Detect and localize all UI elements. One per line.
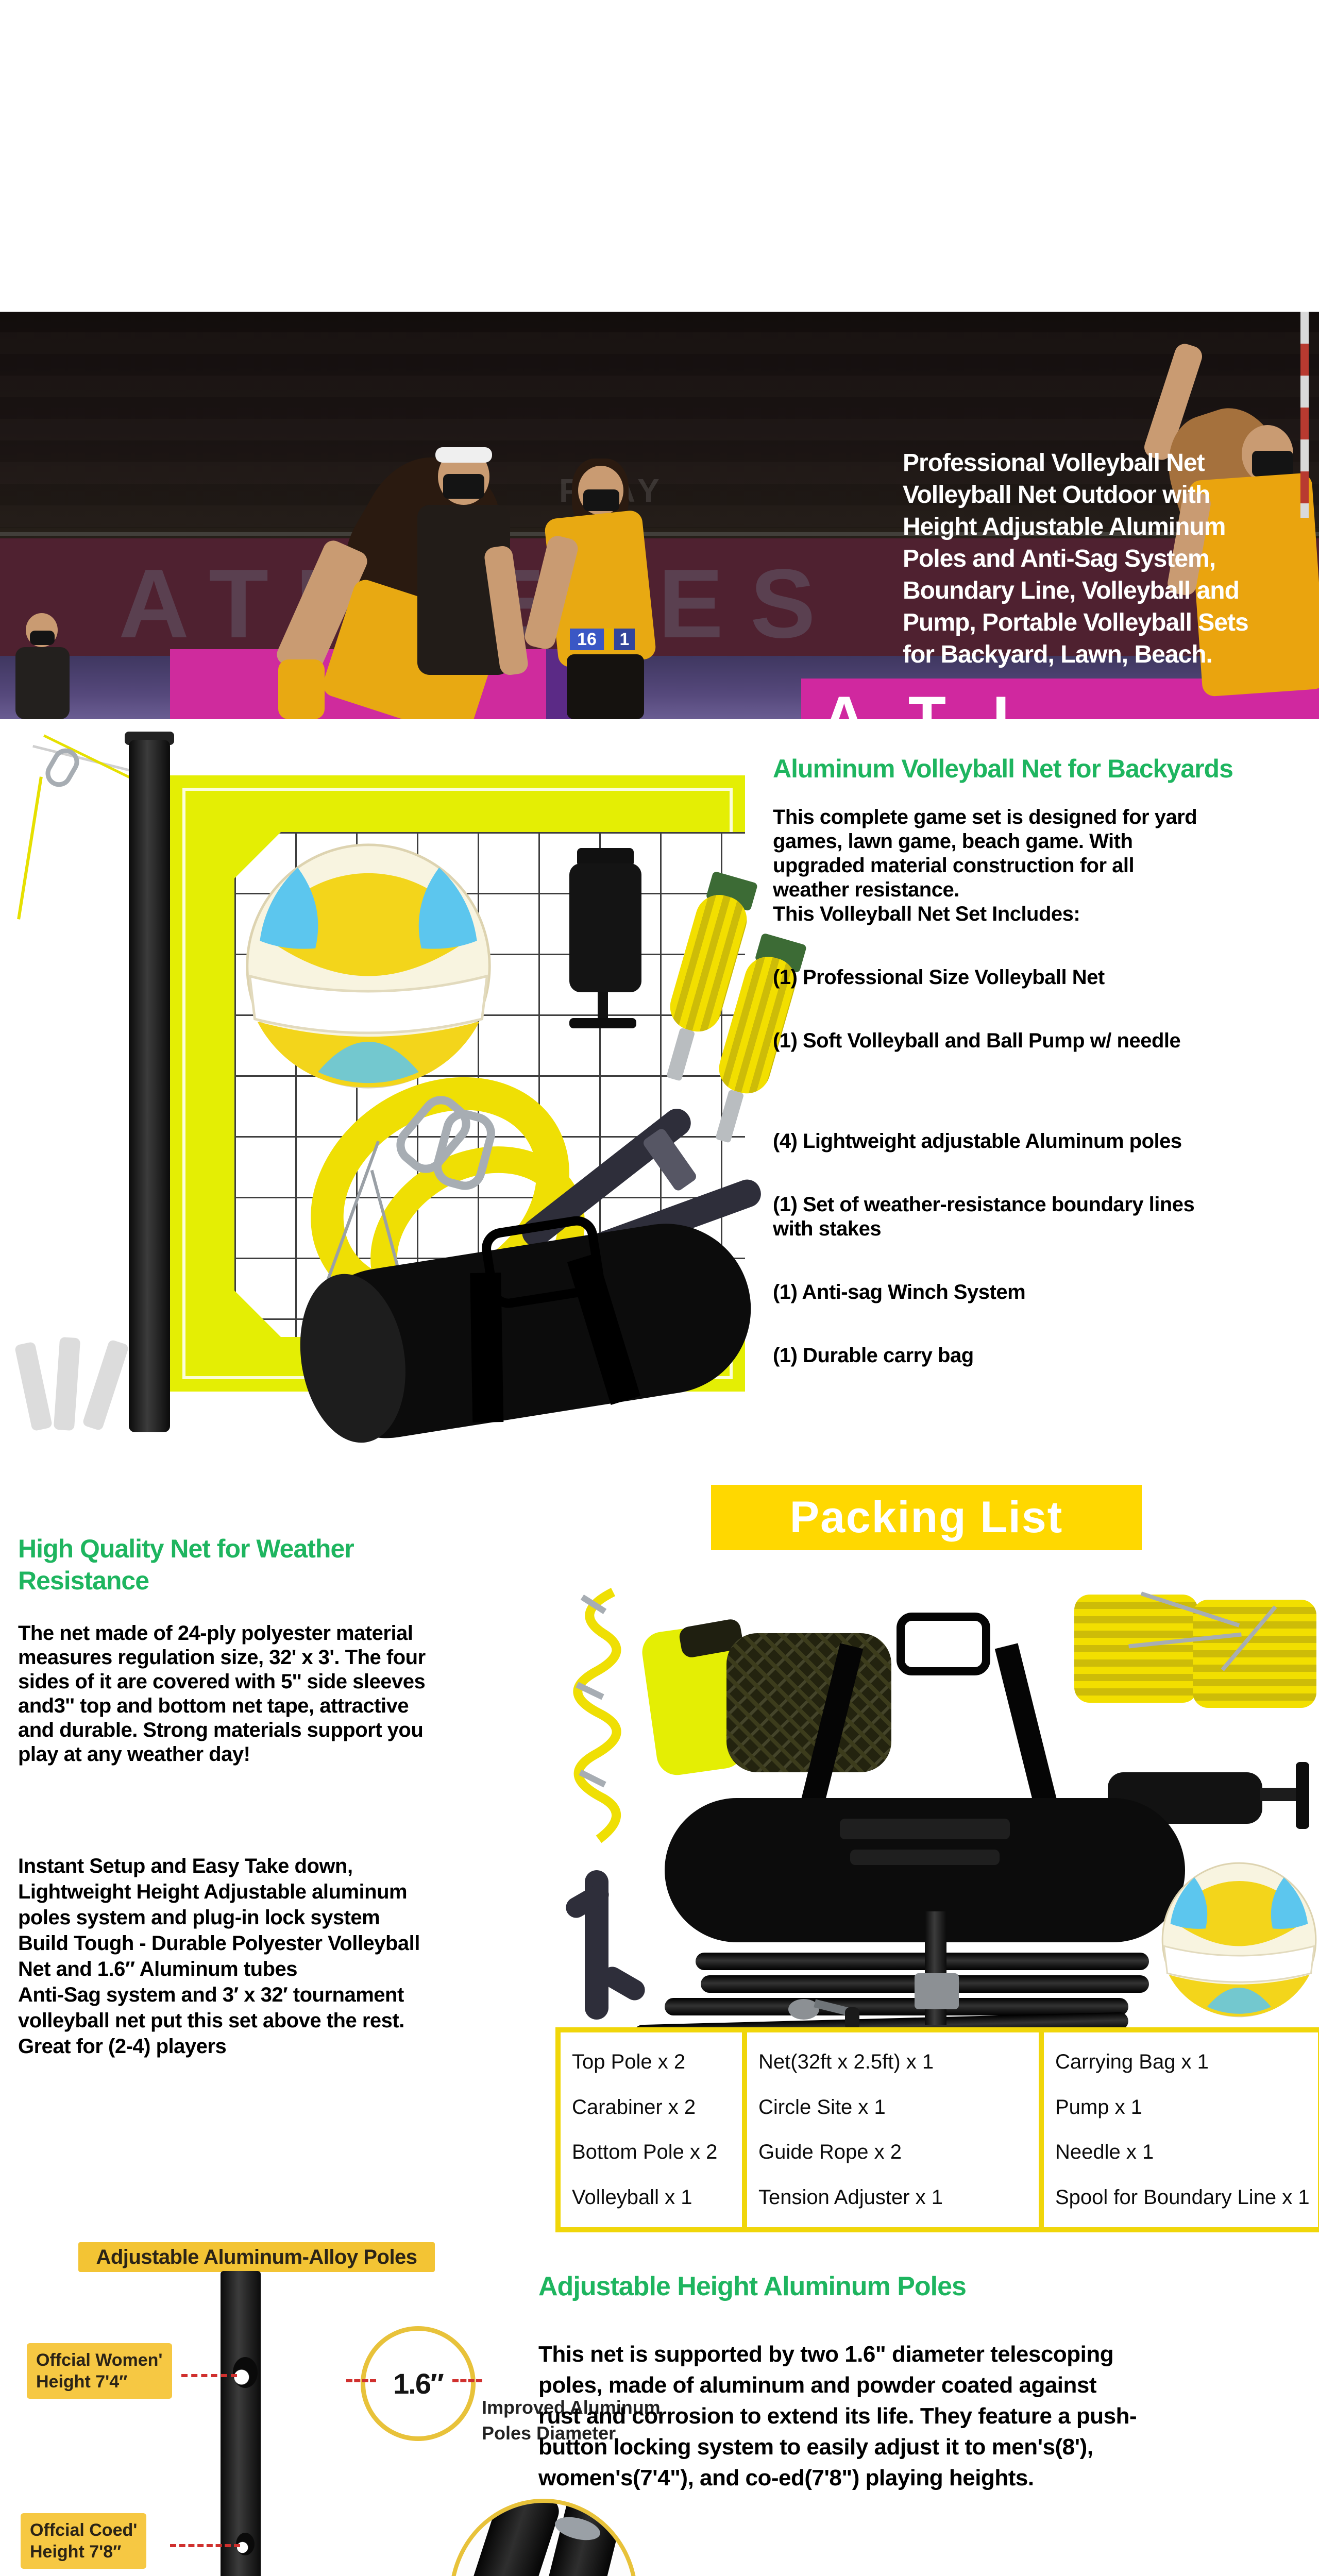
scoreboard-away: 1 <box>614 629 635 650</box>
telescoping-tubes-detail <box>449 2499 638 2576</box>
player-figure-foreground <box>274 436 523 719</box>
top-pole-icon <box>696 1953 1149 1970</box>
net-pole <box>129 740 170 1432</box>
table-cell: Volleyball x 1 <box>572 2185 692 2209</box>
table-cell: Bottom Pole x 2 <box>572 2141 718 2164</box>
scoreboard-home: 16 <box>570 629 604 650</box>
quality-paragraph-1: The net made of 24-ply polyester materia… <box>18 1622 426 1766</box>
ball-pump-icon <box>546 848 665 1033</box>
section-heading: Aluminum Volleyball Net for Backyards <box>773 754 1233 783</box>
ghost-stake <box>81 1339 130 1431</box>
quality-text-column: High Quality Net for Weather Resistance … <box>18 1533 554 2059</box>
table-cell: Pump x 1 <box>1055 2095 1142 2119</box>
rolled-net-icon <box>639 1618 891 1783</box>
diameter-note: Improved Aluminum Poles Diameter <box>482 2397 661 2444</box>
quality-paragraph-2: Instant Setup and Easy Take down, Lightw… <box>18 1855 420 2058</box>
bottom-pole-icon <box>665 1998 1128 2015</box>
adjustment-hole <box>233 2357 258 2388</box>
table-cell: Circle Site x 1 <box>758 2095 886 2119</box>
carry-bag <box>665 1613 1185 1947</box>
product-collage-image <box>0 719 807 1451</box>
packing-list-image <box>546 1551 1319 2043</box>
scoreboard-divider <box>605 629 613 650</box>
player-figure-mid <box>522 459 665 719</box>
list-item: (1) Set of weather-resistance boundary l… <box>773 1193 1195 1240</box>
corner-anchor-icon <box>554 1870 657 2025</box>
list-item: (1) Durable carry bag <box>773 1344 974 1367</box>
net-antenna-icon <box>1300 312 1309 518</box>
referee-figure <box>10 613 77 719</box>
volleyball-icon <box>1161 1862 1317 2018</box>
list-item: (1) Professional Size Volleyball Net <box>773 966 1105 989</box>
table-cell: Carrying Bag x 1 <box>1055 2050 1209 2074</box>
packing-list-table: Top Pole x 2 Carabiner x 2 Bottom Pole x… <box>555 2027 1319 2232</box>
player-figure-jumping <box>1097 322 1319 719</box>
intro-paragraph: This complete game set is designed for y… <box>773 806 1197 925</box>
player-figure-headband <box>407 443 530 719</box>
diameter-circle: 1.6″ <box>361 2326 476 2441</box>
winch-crank-icon <box>788 1989 866 2030</box>
section-heading: High Quality Net for Weather Resistance <box>18 1534 354 1595</box>
pole-diagram-title: Adjustable Aluminum-Alloy Poles <box>78 2242 435 2272</box>
section-heading: Adjustable Height Aluminum Poles <box>538 2272 967 2301</box>
table-cell: Tension Adjuster x 1 <box>758 2185 943 2209</box>
list-item: (1) Soft Volleyball and Ball Pump w/ nee… <box>773 1029 1181 1052</box>
list-item: (1) Anti-sag Winch System <box>773 1281 1026 1303</box>
guide-rope-icon <box>573 1587 621 1843</box>
pole-diagram-pole <box>221 2271 261 2576</box>
table-cell: Needle x 1 <box>1055 2141 1154 2164</box>
hero-photo: ATHLETES ATL PLAY <box>0 312 1319 719</box>
led-board: ATL <box>801 679 1319 719</box>
intro-text-column: Aluminum Volleyball Net for Backyards Th… <box>773 754 1319 1368</box>
height-label-coed: Offcial Coed' Height 7'8″ <box>21 2513 147 2569</box>
table-cell: Net(32ft x 2.5ft) x 1 <box>758 2050 934 2074</box>
packing-list-banner: Packing List <box>711 1485 1142 1550</box>
table-cell: Carabiner x 2 <box>572 2095 696 2119</box>
table-cell: Spool for Boundary Line x 1 <box>1055 2185 1310 2209</box>
table-cell: Top Pole x 2 <box>572 2050 686 2074</box>
ghost-stake <box>53 1336 81 1431</box>
ghost-stake <box>14 1341 53 1432</box>
hero-overlay-title: Professional Volleyball Net Volleyball N… <box>903 449 1249 668</box>
height-label-women: Offcial Women' Height 7'4″ <box>27 2343 172 2399</box>
poles-paragraph: This net is supported by two 1.6" diamet… <box>538 2342 1137 2490</box>
tension-adjuster-icon <box>915 1973 959 2009</box>
list-item: (4) Lightweight adjustable Aluminum pole… <box>773 1130 1182 1153</box>
table-cell: Guide Rope x 2 <box>758 2141 902 2164</box>
volleyball-icon <box>246 843 491 1089</box>
led-wordmark: ATL <box>822 684 1077 719</box>
